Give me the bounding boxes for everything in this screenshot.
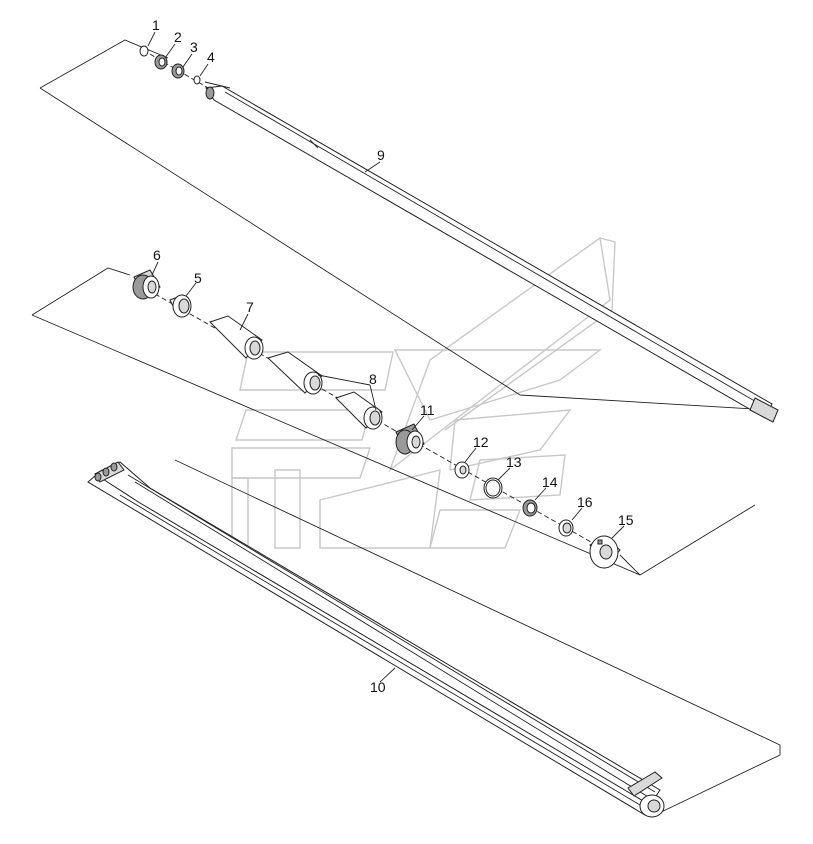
watermark-logo — [231, 236, 616, 549]
label-3: 3 — [190, 39, 198, 55]
part-10-cylinder-barrel — [87, 461, 665, 818]
label-10: 10 — [370, 679, 386, 695]
part-8-spacer-b — [335, 391, 383, 430]
part-15-nut — [589, 535, 621, 569]
label-6: 6 — [153, 247, 161, 263]
label-9: 9 — [377, 147, 385, 163]
group-outline-middle — [31, 267, 756, 576]
label-13: 13 — [506, 454, 522, 470]
part-4-ring — [193, 75, 201, 85]
group-outline-upper — [39, 39, 776, 419]
label-14: 14 — [542, 474, 558, 490]
group-outline-lower — [174, 459, 781, 816]
label-15: 15 — [618, 512, 634, 528]
label-7: 7 — [246, 299, 254, 315]
part-6-guide — [132, 269, 161, 300]
part-5-bushing — [169, 294, 192, 318]
label-4: 4 — [207, 49, 215, 65]
part-16-ring — [558, 519, 574, 537]
part-1-oring — [139, 45, 149, 57]
leader-lines — [147, 31, 625, 683]
label-1: 1 — [152, 17, 160, 33]
part-2-seal — [154, 54, 168, 70]
part-13-ring — [483, 477, 503, 499]
label-8: 8 — [369, 371, 377, 387]
part-12-ring — [454, 461, 470, 479]
part-11-piston — [395, 423, 425, 455]
part-3-seal — [171, 63, 185, 79]
part-14-seal — [522, 499, 538, 517]
part-7-tube — [209, 315, 264, 360]
label-11: 11 — [420, 402, 435, 418]
label-2: 2 — [174, 29, 182, 45]
label-12: 12 — [473, 434, 489, 450]
part-8-spacer-a — [267, 351, 323, 395]
part-9-piston-rod — [205, 85, 779, 423]
label-16: 16 — [577, 494, 593, 510]
label-5: 5 — [194, 270, 202, 286]
